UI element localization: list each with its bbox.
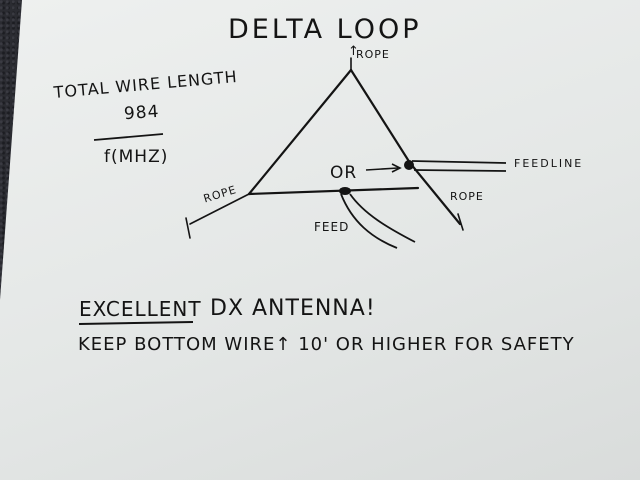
loop-bottom-wire bbox=[247, 186, 420, 196]
rope-right-label: ROPE bbox=[450, 190, 484, 203]
fraction-bar bbox=[93, 133, 164, 141]
loop-right-side bbox=[349, 68, 462, 226]
note-safety: KEEP BOTTOM WIRE↑ 10' OR HIGHER FOR SAFE… bbox=[78, 334, 575, 355]
note-dx-antenna: DX ANTENNA! bbox=[210, 296, 376, 321]
feedline-label: FEEDLINE bbox=[514, 157, 584, 170]
rope-top-label: ROPE bbox=[356, 48, 390, 61]
feed-label: FEED bbox=[314, 220, 350, 234]
feedpoint-right bbox=[404, 160, 507, 172]
diagram-title: DELTA LOOP bbox=[228, 14, 422, 45]
rope-left-tick bbox=[185, 217, 191, 239]
note-excellent: EXCELLENT bbox=[79, 297, 202, 321]
loop-left-side bbox=[247, 68, 353, 196]
up-arrow-icon: ↑ bbox=[348, 44, 360, 59]
or-label: OR bbox=[330, 163, 358, 183]
rope-left-line bbox=[189, 193, 250, 225]
feedpoint-bottom bbox=[339, 187, 416, 249]
formula-numerator: 984 bbox=[123, 101, 161, 125]
formula-denominator: f(MHZ) bbox=[104, 147, 169, 167]
rope-right-tick bbox=[457, 213, 464, 231]
arrow-head-icon bbox=[391, 163, 402, 173]
arrow-to-feedpoint bbox=[365, 167, 399, 171]
